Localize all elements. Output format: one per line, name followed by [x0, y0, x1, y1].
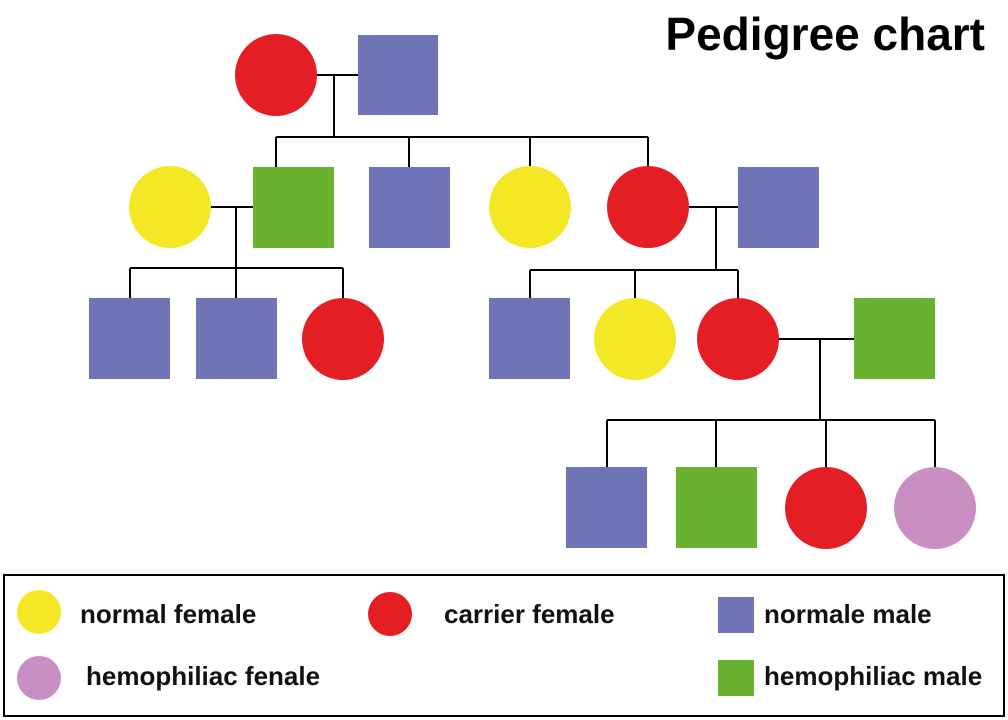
gen4-individual-1: [566, 467, 647, 548]
gen1-individual-1: [235, 34, 317, 116]
gen3-individual-3: [302, 298, 384, 380]
legend-carrier-female-label: carrier female: [444, 599, 615, 629]
gen2-individual-2: [253, 167, 334, 248]
gen4-individual-2: [676, 467, 757, 548]
gen2-individual-1: [129, 166, 211, 248]
gen3-individual-1: [89, 298, 170, 379]
chart-title: Pedigree chart: [665, 8, 985, 60]
generation-2: [129, 166, 819, 248]
gen4-individual-4: [894, 467, 976, 549]
gen1-individual-2: [358, 35, 438, 115]
generation-3: [89, 298, 935, 380]
gen2-individual-3: [369, 167, 450, 248]
gen4-individual-3: [785, 467, 867, 549]
gen2-individual-4: [489, 166, 571, 248]
pedigree-connections: [129, 74, 936, 467]
legend-normal-female-swatch: [17, 590, 61, 634]
legend-carrier-female-swatch: [368, 592, 412, 636]
legend: normal female carrier female normale mal…: [3, 574, 1005, 717]
legend-hemophiliac-male-label: hemophiliac male: [764, 661, 982, 691]
legend-normal-female-label: normal female: [80, 599, 256, 629]
gen3-individual-2: [196, 298, 277, 379]
generation-1: [235, 34, 438, 116]
legend-hemophiliac-female-swatch: [17, 656, 61, 700]
gen3-individual-4: [489, 298, 570, 379]
gen2-individual-5: [607, 166, 689, 248]
gen2-individual-6: [738, 167, 819, 248]
legend-box: [3, 574, 1005, 717]
gen3-individual-6: [697, 298, 779, 380]
gen3-individual-7: [854, 298, 935, 379]
legend-hemophiliac-female-label: hemophiliac fenale: [86, 661, 320, 691]
gen3-individual-5: [594, 298, 676, 380]
legend-hemophiliac-male-swatch: [718, 660, 754, 696]
generation-4: [566, 467, 976, 549]
legend-normal-male-swatch: [718, 597, 754, 633]
legend-normal-male-label: normale male: [764, 599, 932, 629]
